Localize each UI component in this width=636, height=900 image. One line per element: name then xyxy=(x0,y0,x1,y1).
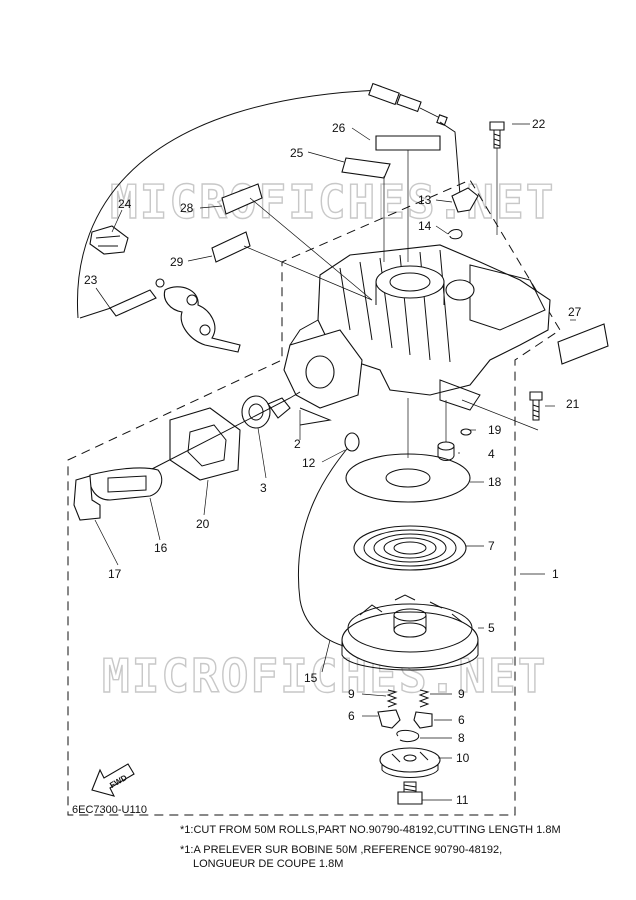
part-13-lever xyxy=(451,187,479,213)
callout-17: 17 xyxy=(108,567,122,581)
part-12-grommet xyxy=(344,432,360,452)
callout-22: 22 xyxy=(532,117,546,131)
part-18-plate xyxy=(345,453,471,503)
callout-9-left: 9 xyxy=(348,687,355,701)
note-line-2: *1:A PRELEVER SUR BOBINE 50M ,REFERENCE … xyxy=(180,844,503,856)
callout-11: 11 xyxy=(456,793,469,807)
callout-19: 19 xyxy=(488,423,502,437)
callout-7: 7 xyxy=(488,539,495,553)
callout-21: 21 xyxy=(566,397,580,411)
callout-3: 3 xyxy=(260,481,267,495)
part-2-plate xyxy=(283,329,363,426)
part-20-seal xyxy=(169,407,241,481)
part-14-spring xyxy=(447,229,463,240)
starter-rope xyxy=(149,391,301,471)
part-11-bolt xyxy=(397,781,423,805)
callout-6-left: 6 xyxy=(348,709,355,723)
part-16-handle xyxy=(89,467,163,501)
part-29-label xyxy=(211,231,251,263)
forward-arrow-icon: FWD xyxy=(91,763,135,797)
callout-15: 15 xyxy=(304,671,318,685)
part-22-bolt xyxy=(489,121,505,149)
callout-28: 28 xyxy=(180,201,194,215)
callout-9-right: 9 xyxy=(458,687,465,701)
part-26-label xyxy=(375,135,441,151)
callout-6-right: 6 xyxy=(458,713,465,727)
part-7-spiral-spring xyxy=(353,525,467,571)
callout-1: 1 xyxy=(552,567,559,581)
part-27-label xyxy=(557,323,609,365)
diagram-code: 6EC7300-U110 xyxy=(72,804,148,816)
callout-8: 8 xyxy=(458,731,465,745)
callout-29: 29 xyxy=(170,255,184,269)
callout-24: 24 xyxy=(118,197,132,211)
part-21-bolt xyxy=(529,391,543,421)
part-6-pawl-left xyxy=(377,709,401,729)
callout-26: 26 xyxy=(332,121,346,135)
part-10-drive-plate xyxy=(379,747,441,778)
part-23-cable-joint xyxy=(109,278,241,353)
cable-end-fitting xyxy=(368,82,461,196)
part-9-spring-right xyxy=(418,689,430,708)
callout-20: 20 xyxy=(196,517,210,531)
part-8-clip xyxy=(396,729,420,743)
callout-5: 5 xyxy=(488,621,495,635)
watermark-top: MICROFICHES.NET xyxy=(110,175,555,229)
callout-18: 18 xyxy=(488,475,502,489)
leader-lines xyxy=(94,123,576,801)
callout-2: 2 xyxy=(294,437,301,451)
part-24-clip xyxy=(89,225,129,255)
starter-case-housing xyxy=(289,244,551,411)
part-5-sheave-drum xyxy=(341,594,479,671)
part-19-washer xyxy=(460,428,472,436)
callout-16: 16 xyxy=(154,541,168,555)
cable-arc xyxy=(76,89,381,319)
note-line-3: LONGUEUR DE COUPE 1.8M xyxy=(193,858,344,870)
assembly-boundary xyxy=(67,179,561,816)
callout-12: 12 xyxy=(302,456,316,470)
part-28-label xyxy=(221,183,263,215)
callout-14: 14 xyxy=(418,219,432,233)
callout-4: 4 xyxy=(488,447,495,461)
callout-25: 25 xyxy=(290,146,304,160)
part-4-collar xyxy=(437,441,455,461)
callout-23: 23 xyxy=(84,273,98,287)
part-3-bushing xyxy=(241,395,291,429)
part-17-holder xyxy=(73,475,101,521)
part-6-pawl-right xyxy=(413,711,433,729)
note-line-1: *1:CUT FROM 50M ROLLS,PART NO.90790-4819… xyxy=(180,824,561,836)
part-9-spring-left xyxy=(386,689,398,708)
watermark-bottom: MICROFICHES.NET xyxy=(102,649,547,703)
callout-13: 13 xyxy=(418,193,432,207)
callout-27: 27 xyxy=(568,305,582,319)
callout-numbers: 26 25 22 28 13 14 24 29 23 27 21 19 2 4 … xyxy=(84,117,582,807)
callout-10: 10 xyxy=(456,751,470,765)
